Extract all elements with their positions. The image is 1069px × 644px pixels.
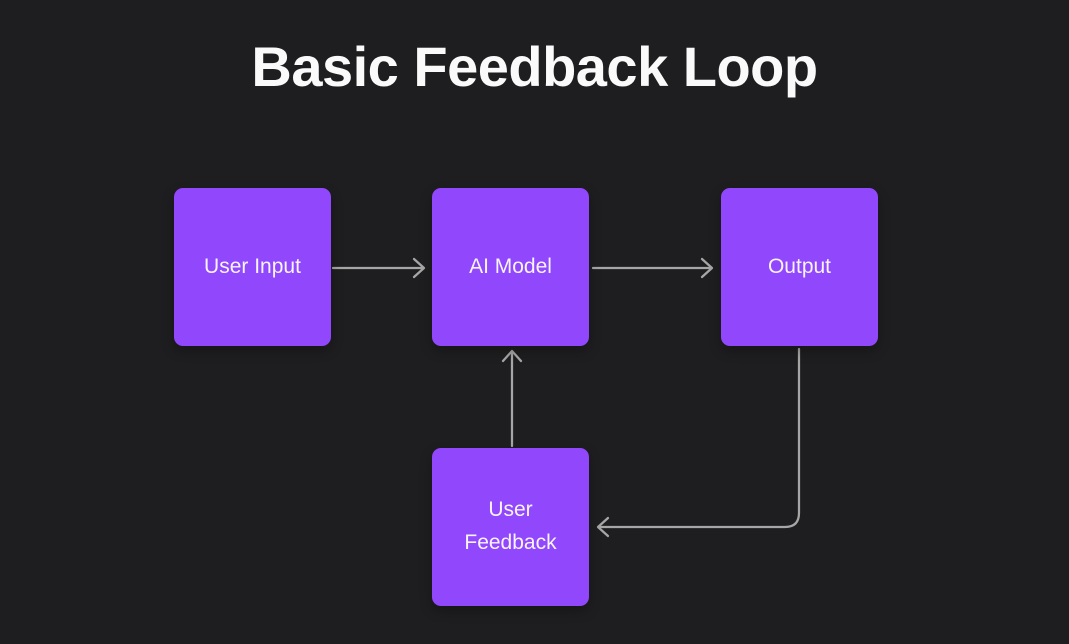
edge-output-to-user-feedback <box>598 347 801 529</box>
node-label: Output <box>767 254 832 278</box>
diagram-title: Basic Feedback Loop <box>251 35 818 98</box>
arrowhead-up-icon <box>501 349 523 363</box>
node-ai-model: AI Model <box>432 188 589 346</box>
arrowhead-right-icon <box>700 257 714 279</box>
node-label: User Input <box>204 254 301 278</box>
node-label: AI Model <box>469 254 552 278</box>
node-label: User Feedback <box>464 498 557 554</box>
node-output: Output <box>721 188 878 346</box>
arrowhead-left-icon <box>596 516 610 538</box>
arrowhead-right-icon <box>412 257 426 279</box>
node-user-input: User Input <box>174 188 331 346</box>
node-user-feedback: User Feedback <box>432 448 589 606</box>
